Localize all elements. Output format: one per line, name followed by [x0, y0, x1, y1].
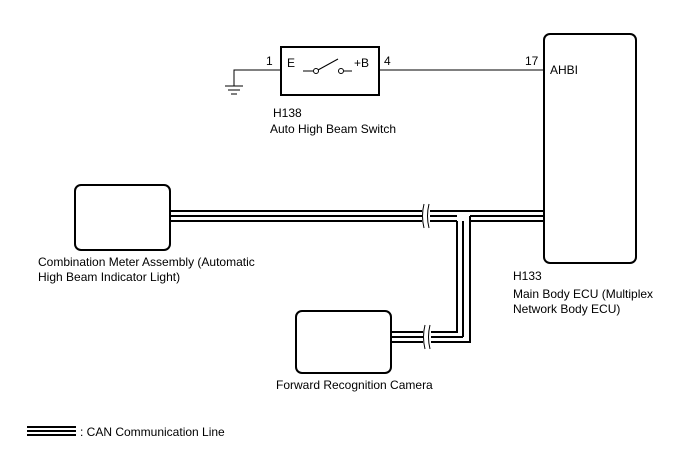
- combination-meter-box: [74, 184, 171, 251]
- combination-meter-name-line1: Combination Meter Assembly (Automatic: [38, 255, 255, 269]
- can-break-mark-camera: [423, 324, 431, 350]
- can-break-mark-horizontal: [422, 203, 430, 229]
- switch-pin-left-number: 1: [266, 54, 273, 68]
- switch-pin-right-label: +B: [354, 56, 369, 70]
- ecu-pin-label: AHBI: [550, 63, 578, 77]
- camera-box: [295, 310, 392, 374]
- switch-box: [280, 46, 380, 96]
- switch-connector-code: H138: [273, 106, 302, 120]
- ecu-name-line1: Main Body ECU (Multiplex: [513, 287, 653, 301]
- can-bus-horizontal: [170, 210, 544, 222]
- switch-name: Auto High Beam Switch: [270, 122, 396, 136]
- ecu-connector-code: H133: [513, 269, 542, 283]
- combination-meter-name-line2: High Beam Indicator Light): [38, 270, 180, 284]
- ground-symbol: [225, 69, 281, 95]
- ecu-pin-number: 17: [525, 54, 539, 68]
- switch-contact-icon: [303, 58, 352, 74]
- ecu-name-line2: Network Body ECU): [513, 302, 620, 316]
- can-bus-branch: [391, 216, 471, 343]
- camera-name: Forward Recognition Camera: [276, 378, 433, 392]
- legend-can-line-icon: [27, 426, 76, 436]
- switch-pin-left-label: E: [287, 56, 295, 70]
- legend-label: : CAN Communication Line: [80, 425, 225, 439]
- switch-pin-right-number: 4: [384, 54, 391, 68]
- ecu-box: [543, 33, 637, 264]
